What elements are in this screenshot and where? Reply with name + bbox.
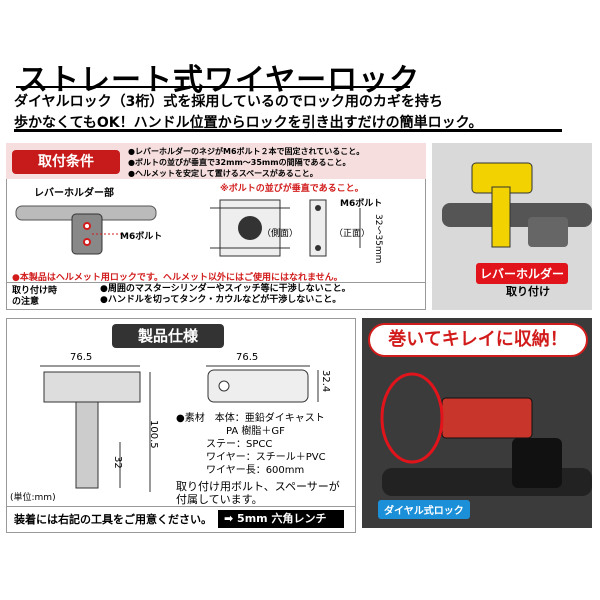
m6-bolt-label: M6ボルト [120, 232, 163, 242]
bolt-spacing-diagram [210, 199, 361, 257]
top-dimension-drawing [206, 365, 319, 403]
attach-notes-panel [6, 282, 426, 310]
lever-holder-illustration [442, 162, 592, 248]
material-line: ●素材 本体：亜鉛ダイキャスト [176, 413, 325, 424]
side-dimension-drawing [40, 365, 151, 492]
lever-holder-caption: レバーホルダー [476, 263, 569, 284]
tool-bar [6, 506, 356, 532]
dim-height: 100.5 [148, 420, 159, 449]
attach-note-item: ●ハンドルを切ってタンク・カウルなどが干渉しないこと。 [100, 295, 342, 305]
title-underline [16, 86, 410, 88]
tool-instruction: 装着には右記の工具をご用意ください。 [14, 513, 212, 526]
dial-lock-badge: ダイヤル式ロック [378, 500, 470, 519]
storage-headline: 巻いてキレイに収納！ [368, 323, 588, 357]
condition-item: ●ヘルメットを安定して置けるスペースがあること。 [128, 169, 318, 178]
subtitle-underline [14, 129, 562, 132]
dim-width-2: 76.5 [236, 352, 259, 363]
specs-heading: 製品仕様 [112, 324, 224, 348]
attach-note-item: ●周囲のマスターシリンダーやスイッチ等に干渉しないこと。 [100, 284, 351, 294]
subtitle-line-2: 歩かなくてもOK！ハンドル位置からロックを引き出すだけの簡単ロック。 [14, 115, 483, 131]
accessory-line: 取り付け用ボルト、スペーサーが [176, 480, 340, 493]
product-title: ストレート式ワイヤーロック [18, 63, 421, 98]
condition-item: ●ボルトの並びが垂直で32mm～35mmの間隔であること。 [128, 158, 351, 167]
bolt-spacing-label: 32～35mm [373, 214, 383, 264]
accessory-note: 取り付け用ボルト、スペーサーが 付属しています。 [176, 480, 340, 506]
lever-holder-label: レバーホルダー部 [34, 188, 114, 199]
conditions-list: ●レバーホルダーのネジがM6ボルト２本で固定されていること。 ●ボルトの並びが垂… [128, 146, 364, 179]
material-line: PA 樹脂＋GF [176, 426, 285, 437]
helmet-warning: ●本製品はヘルメット用ロックです。ヘルメット以外にはご使用にはなれません。 [12, 273, 343, 283]
conditions-heading: 取付条件 [12, 150, 120, 174]
unit-label: (単位:mm) [10, 493, 56, 503]
dim-width: 76.5 [70, 352, 93, 363]
material-list: ●素材 本体：亜鉛ダイキャスト PA 樹脂＋GF ステー：SPCC ワイヤー：ス… [176, 412, 326, 477]
attach-note-label: 取り付け時 の注意 [12, 286, 58, 307]
handlebar-illustration [15, 205, 157, 255]
condition-item: ●レバーホルダーのネジがM6ボルト２本で固定されていること。 [128, 147, 365, 156]
vertical-note: ※ボルトの並びが垂直であること。 [220, 184, 364, 194]
tool-callout: ➡ 5mm 六角レンチ [218, 510, 344, 528]
m6-bolt-label-2: M6ボルト [340, 199, 383, 209]
lever-holder-subcaption: 取り付け [506, 285, 550, 298]
dim-32-4: 32.4 [320, 370, 331, 393]
material-line: ワイヤー：スチール＋PVC [176, 452, 326, 463]
front-view-label: （正面） [334, 229, 371, 239]
subtitle-line-1: ダイヤルロック（3桁）式を採用しているのでロック用のカギを持ち [14, 94, 443, 110]
side-view-label: （側面） [262, 229, 299, 239]
dim-32: 32 [112, 456, 123, 469]
material-line: ステー：SPCC [176, 439, 273, 450]
attach-notes-list: ●周囲のマスターシリンダーやスイッチ等に干渉しないこと。 ●ハンドルを切ってタン… [100, 284, 351, 306]
specs-panel [6, 318, 356, 533]
accessory-line: 付属しています。 [176, 493, 263, 506]
material-line: ワイヤー長：600mm [176, 465, 305, 476]
